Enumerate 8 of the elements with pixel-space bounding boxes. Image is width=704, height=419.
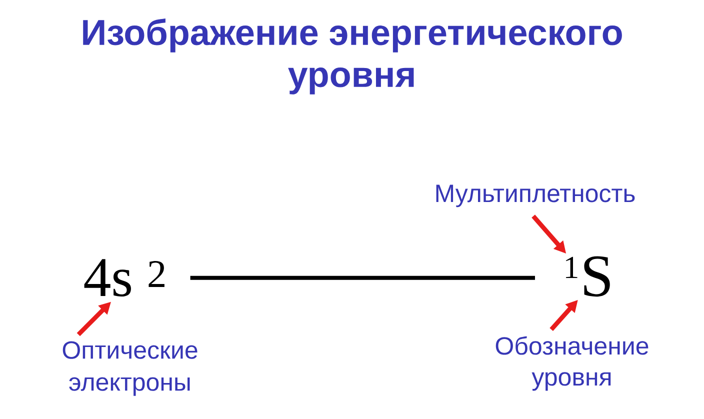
- electron-configuration: 4s $^{2}$: [84, 259, 164, 297]
- energy-level-line: [190, 276, 535, 280]
- annotation-label: Обозначение уровня: [496, 336, 648, 391]
- term-letter: S: [584, 256, 610, 297]
- title: Изображение энергетического уровня: [83, 18, 622, 94]
- multiplicity-index: 1: [566, 256, 578, 278]
- annotation-label: Оптические электроны: [62, 341, 198, 396]
- annotation-label: Мультиплетность: [436, 184, 635, 208]
